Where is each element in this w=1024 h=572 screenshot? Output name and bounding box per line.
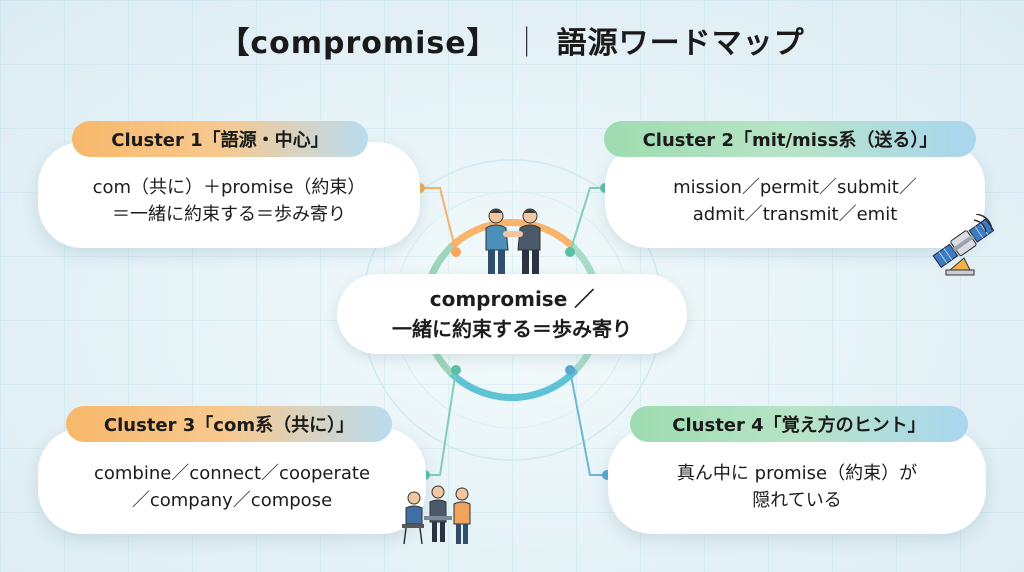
connector-cluster-2 (569, 187, 605, 253)
connector-cluster-3 (425, 369, 457, 476)
node-center-3 (451, 365, 461, 375)
arc-top (446, 218, 578, 252)
cluster-4-line2: 隠れている (752, 490, 842, 511)
cluster-1-line2: ＝一緒に約束する＝歩み寄り (112, 204, 346, 225)
connector-cluster-1 (420, 187, 457, 253)
cluster-2-card: mission／permit／submit／ admit／transmit／em… (605, 142, 985, 248)
cluster-4-card: 真ん中に promise（約束）が 隠れている (608, 428, 986, 534)
page-title: 【compromise】 ｜ 語源ワードマップ (0, 18, 1024, 62)
node-center-1 (451, 247, 461, 257)
cluster-2-label: Cluster 2「mit/miss系（送る）」 (604, 121, 976, 157)
cluster-4-label: Cluster 4「覚え方のヒント」 (630, 406, 968, 442)
cluster-4-line1: 真ん中に promise（約束）が (676, 463, 918, 484)
center-line1: compromise ／ (429, 287, 595, 311)
cluster-3-label: Cluster 3「com系（共に）」 (66, 406, 392, 442)
title-word: 【compromise】 (219, 26, 498, 61)
team-meeting-icon (402, 485, 471, 545)
title-separator: ｜ (511, 26, 543, 61)
center-line2: 一緒に約束する＝歩み寄り (392, 317, 632, 341)
cluster-1-label: Cluster 1「語源・中心」 (72, 121, 368, 157)
cluster-1-line1: com（共に）＋promise（約束） (92, 177, 366, 198)
cluster-3-card: combine／connect／cooperate ／company／compo… (38, 428, 426, 534)
cluster-3-line2: ／company／compose (131, 490, 333, 511)
cluster-1-card: com（共に）＋promise（約束） ＝一緒に約束する＝歩み寄り (38, 142, 420, 248)
arc-bottom (446, 368, 578, 402)
node-center-4 (565, 365, 575, 375)
handshake-icon (485, 208, 541, 274)
cluster-3-line1: combine／connect／cooperate (93, 463, 371, 484)
cluster-2-line2: admit／transmit／emit (692, 204, 898, 225)
cluster-2-line1: mission／permit／submit／ (673, 177, 917, 198)
node-center-2 (565, 247, 575, 257)
center-node: compromise ／ 一緒に約束する＝歩み寄り (337, 274, 687, 354)
connector-cluster-4 (569, 369, 607, 476)
satellite-icon (932, 214, 995, 276)
title-subtitle: 語源ワードマップ (556, 26, 805, 61)
